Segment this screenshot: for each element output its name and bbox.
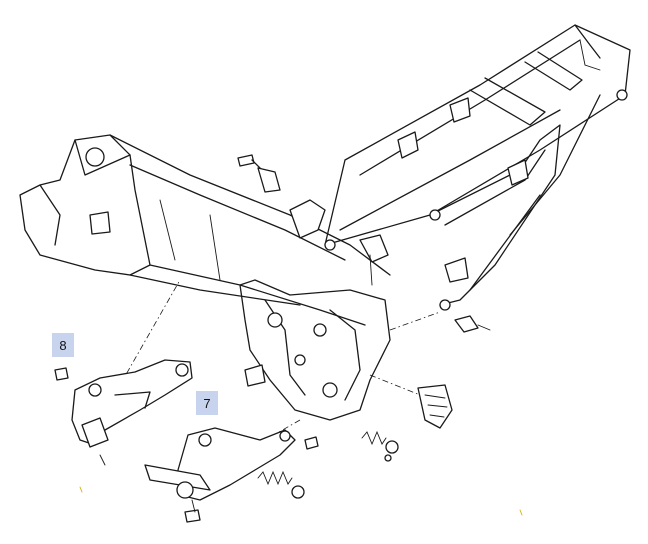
callout-label-7: 7 (196, 391, 218, 415)
rear-subframe (324, 24, 631, 311)
leader-line-bolt-right (389, 311, 441, 331)
callout-label-8: 8 (52, 333, 74, 357)
leader-line-center (369, 374, 421, 396)
main-frame (19, 134, 391, 421)
accent-mark-left (79, 486, 83, 493)
top-bolt-assembly (237, 154, 281, 193)
right-footrest-bracket (144, 427, 305, 523)
hardware-cluster (304, 315, 491, 462)
accent-mark-right (519, 509, 523, 516)
left-footrest-bracket (54, 359, 193, 466)
